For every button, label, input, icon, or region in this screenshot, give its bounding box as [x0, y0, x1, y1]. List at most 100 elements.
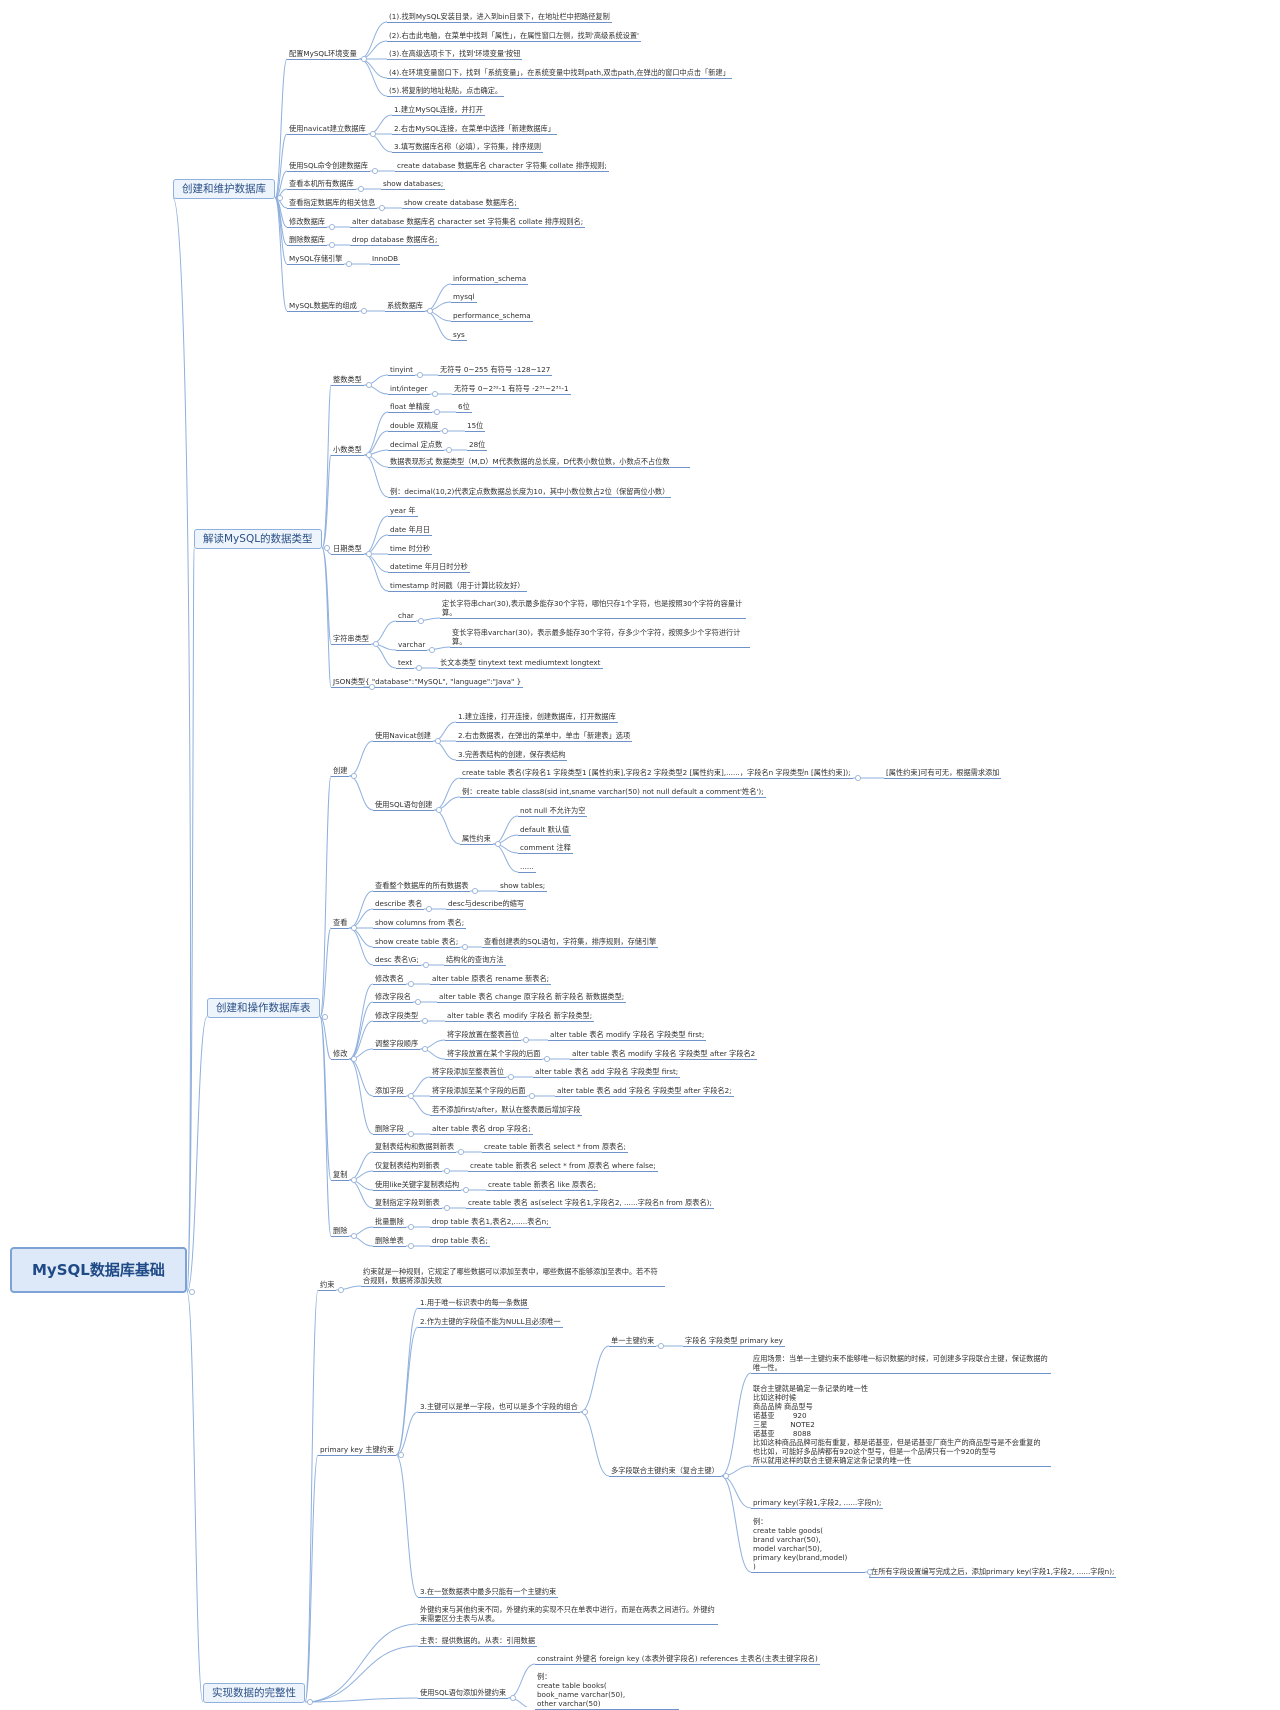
node-create-example[interactable]: 例：create table class8(sid int,sname varc… [460, 787, 766, 798]
collapse-toggle-icon[interactable] [408, 981, 414, 987]
node-varchar[interactable]: varchar [396, 640, 428, 651]
node-tinyint[interactable]: tinyint [388, 365, 415, 376]
collapse-toggle-icon[interactable] [351, 1056, 357, 1062]
node-datetime[interactable]: datetime 年月日时分秒 [388, 562, 470, 573]
collapse-toggle-icon[interactable] [867, 1569, 873, 1575]
collapse-toggle-icon[interactable] [277, 195, 283, 201]
node-value[interactable]: show tables; [498, 881, 548, 892]
node-constraint-desc[interactable]: 约束就是一种规则，它规定了哪些数据可以添加至表中，哪些数据不能够添加至表中。若不… [361, 1267, 665, 1287]
node-row[interactable]: 仅复制表结构到新表 [373, 1161, 442, 1172]
node-row[interactable]: 修改字段名 [373, 992, 413, 1003]
node-char[interactable]: char [396, 611, 416, 622]
collapse-toggle-icon[interactable] [351, 1233, 357, 1239]
node-system-db-item[interactable]: mysql [451, 292, 477, 303]
collapse-toggle-icon[interactable] [444, 1205, 450, 1211]
collapse-toggle-icon[interactable] [408, 1224, 414, 1230]
collapse-toggle-icon[interactable] [523, 1037, 529, 1043]
node-step[interactable]: 3.完善表结构的创建，保存表结构 [456, 750, 568, 761]
node-pk-rule[interactable]: 3.在一张数据表中最多只能有一个主键约束 [418, 1587, 559, 1598]
node-value[interactable]: 6位 [456, 402, 472, 413]
node-navicat-step[interactable]: 1.建立MySQL连接，并打开 [392, 105, 486, 116]
collapse-toggle-icon[interactable] [446, 447, 452, 453]
node-pk-rule[interactable]: 1.用于唯一标识表中的每一条数据 [418, 1298, 530, 1309]
node-value[interactable]: 字段名 字段类型 primary key [683, 1336, 785, 1347]
collapse-toggle-icon[interactable] [366, 551, 372, 557]
node-value[interactable]: create table 新表名 like 原表名; [486, 1180, 599, 1191]
node-db-structure[interactable]: MySQL数据库的组成 [287, 301, 359, 312]
node-value[interactable]: 28位 [467, 440, 488, 451]
collapse-toggle-icon[interactable] [329, 224, 335, 230]
node-add-field[interactable]: 添加字段 [373, 1086, 406, 1097]
node-single-pk[interactable]: 单一主键约束 [609, 1336, 657, 1347]
node-value[interactable]: alter table 表名 drop 字段名; [430, 1124, 533, 1135]
collapse-toggle-icon[interactable] [462, 944, 468, 950]
node-value[interactable]: show databases; [381, 179, 446, 190]
collapse-toggle-icon[interactable] [658, 1343, 664, 1349]
node-row[interactable]: 删除单表 [373, 1236, 406, 1247]
collapse-toggle-icon[interactable] [422, 1018, 428, 1024]
node-row[interactable]: 修改表名 [373, 974, 406, 985]
node-constraint[interactable]: default 默认值 [518, 825, 572, 836]
collapse-toggle-icon[interactable] [379, 205, 385, 211]
node-fk-example[interactable]: 例： create table books( book_name varchar… [535, 1672, 679, 1710]
node-date-types[interactable]: 日期类型 [331, 544, 364, 555]
node-fk-syntax[interactable]: constraint 外键名 foreign key (本表外键字段名) ref… [535, 1654, 820, 1665]
node-value[interactable]: create table 表名 as(select 字段名1,字段名2, ...… [466, 1198, 714, 1209]
node-table-modify[interactable]: 修改 [331, 1049, 350, 1060]
node-value[interactable]: alter table 表名 add 字段名 字段类型 first; [533, 1067, 681, 1078]
collapse-toggle-icon[interactable] [307, 1699, 313, 1705]
node-value[interactable]: drop database 数据库名; [350, 235, 440, 246]
node-double[interactable]: double 双精度 [388, 421, 441, 432]
collapse-toggle-icon[interactable] [432, 391, 438, 397]
node-show-databases[interactable]: 查看本机所有数据库 [287, 179, 356, 190]
node-system-db-item[interactable]: information_schema [451, 274, 529, 285]
collapse-toggle-icon[interactable] [369, 684, 375, 690]
node-value[interactable]: create database 数据库名 character 字符集 colla… [395, 161, 609, 172]
node-date[interactable]: date 年月日 [388, 525, 433, 536]
node-value[interactable]: alter table 表名 change 原字段名 新字段名 新数据类型; [437, 992, 627, 1003]
node-row[interactable]: 使用like关键字复制表结构 [373, 1180, 462, 1191]
node-env-step[interactable]: (5).将复制的地址粘贴，点击确定。 [387, 86, 505, 97]
collapse-toggle-icon[interactable] [338, 1287, 344, 1293]
node-navicat-step[interactable]: 2.右击MySQL连接，在菜单中选择「新建数据库」 [392, 124, 557, 135]
node-table-delete[interactable]: 删除 [331, 1226, 350, 1237]
node-pk-after[interactable]: 在所有字段设置编写完成之后，添加primary key(字段1,字段2, ...… [869, 1567, 1117, 1578]
collapse-toggle-icon[interactable] [415, 999, 421, 1005]
collapse-toggle-icon[interactable] [361, 56, 367, 62]
collapse-toggle-icon[interactable] [429, 647, 435, 653]
node-value[interactable]: 结构化的查询方法 [444, 955, 506, 966]
node-alter-db[interactable]: 修改数据库 [287, 217, 327, 228]
collapse-toggle-icon[interactable] [372, 168, 378, 174]
collapse-toggle-icon[interactable] [423, 962, 429, 968]
collapse-toggle-icon[interactable] [434, 409, 440, 415]
node-storage-engine[interactable]: MySQL存储引擎 [287, 254, 345, 265]
node-decimal[interactable]: decimal 定点数 [388, 440, 445, 451]
collapse-toggle-icon[interactable] [508, 1074, 514, 1080]
node-env-step[interactable]: (1).找到MySQL安装目录，进入到bin目录下，在地址栏中把路径复制 [387, 12, 612, 23]
collapse-toggle-icon[interactable] [426, 906, 432, 912]
collapse-toggle-icon[interactable] [422, 1046, 428, 1052]
node-field-order[interactable]: 调整字段顺序 [373, 1039, 421, 1050]
branch-data-types[interactable]: 解读MySQL的数据类型 [194, 529, 322, 549]
node-row[interactable]: 将字段放置在某个字段的后面 [445, 1049, 543, 1060]
collapse-toggle-icon[interactable] [366, 452, 372, 458]
node-value[interactable]: 无符号 0~2³²-1 有符号 -2³¹~2³¹-1 [452, 384, 571, 395]
node-fk-sql[interactable]: 使用SQL语句添加外键约束 [418, 1688, 509, 1699]
node-decimal-example[interactable]: 例：decimal(10,2)代表定点数数据总长度为10，其中小数位数占2位（保… [388, 487, 672, 498]
node-value[interactable]: alter database 数据库名 character set 字符集名 c… [350, 217, 586, 228]
node-value[interactable]: alter table 表名 modify 字段名 新字段类型; [445, 1011, 595, 1022]
node-fk-intro[interactable]: 外键约束与其他约束不同，外键约束的实现不只在单表中进行，而是在两表之间进行。外键… [418, 1605, 718, 1625]
node-row[interactable]: 批量删除 [373, 1217, 406, 1228]
node-float[interactable]: float 单精度 [388, 402, 432, 413]
node-time[interactable]: time 时分秒 [388, 544, 433, 555]
node-attr-constraint[interactable]: 属性约束 [460, 834, 493, 845]
node-row[interactable]: desc 表名\G; [373, 955, 421, 966]
collapse-toggle-icon[interactable] [361, 308, 367, 314]
collapse-toggle-icon[interactable] [495, 841, 501, 847]
node-value[interactable]: { "database":"MySQL", "language":"Java" … [363, 677, 524, 688]
node-show-create-db[interactable]: 查看指定数据库的相关信息 [287, 198, 378, 209]
node-value[interactable]: alter table 表名 modify 字段名 字段类型 after 字段名… [570, 1049, 758, 1060]
node-value[interactable]: desc与describe的缩写 [446, 899, 527, 910]
collapse-toggle-icon[interactable] [723, 1473, 729, 1479]
node-int[interactable]: int/integer [388, 384, 430, 395]
